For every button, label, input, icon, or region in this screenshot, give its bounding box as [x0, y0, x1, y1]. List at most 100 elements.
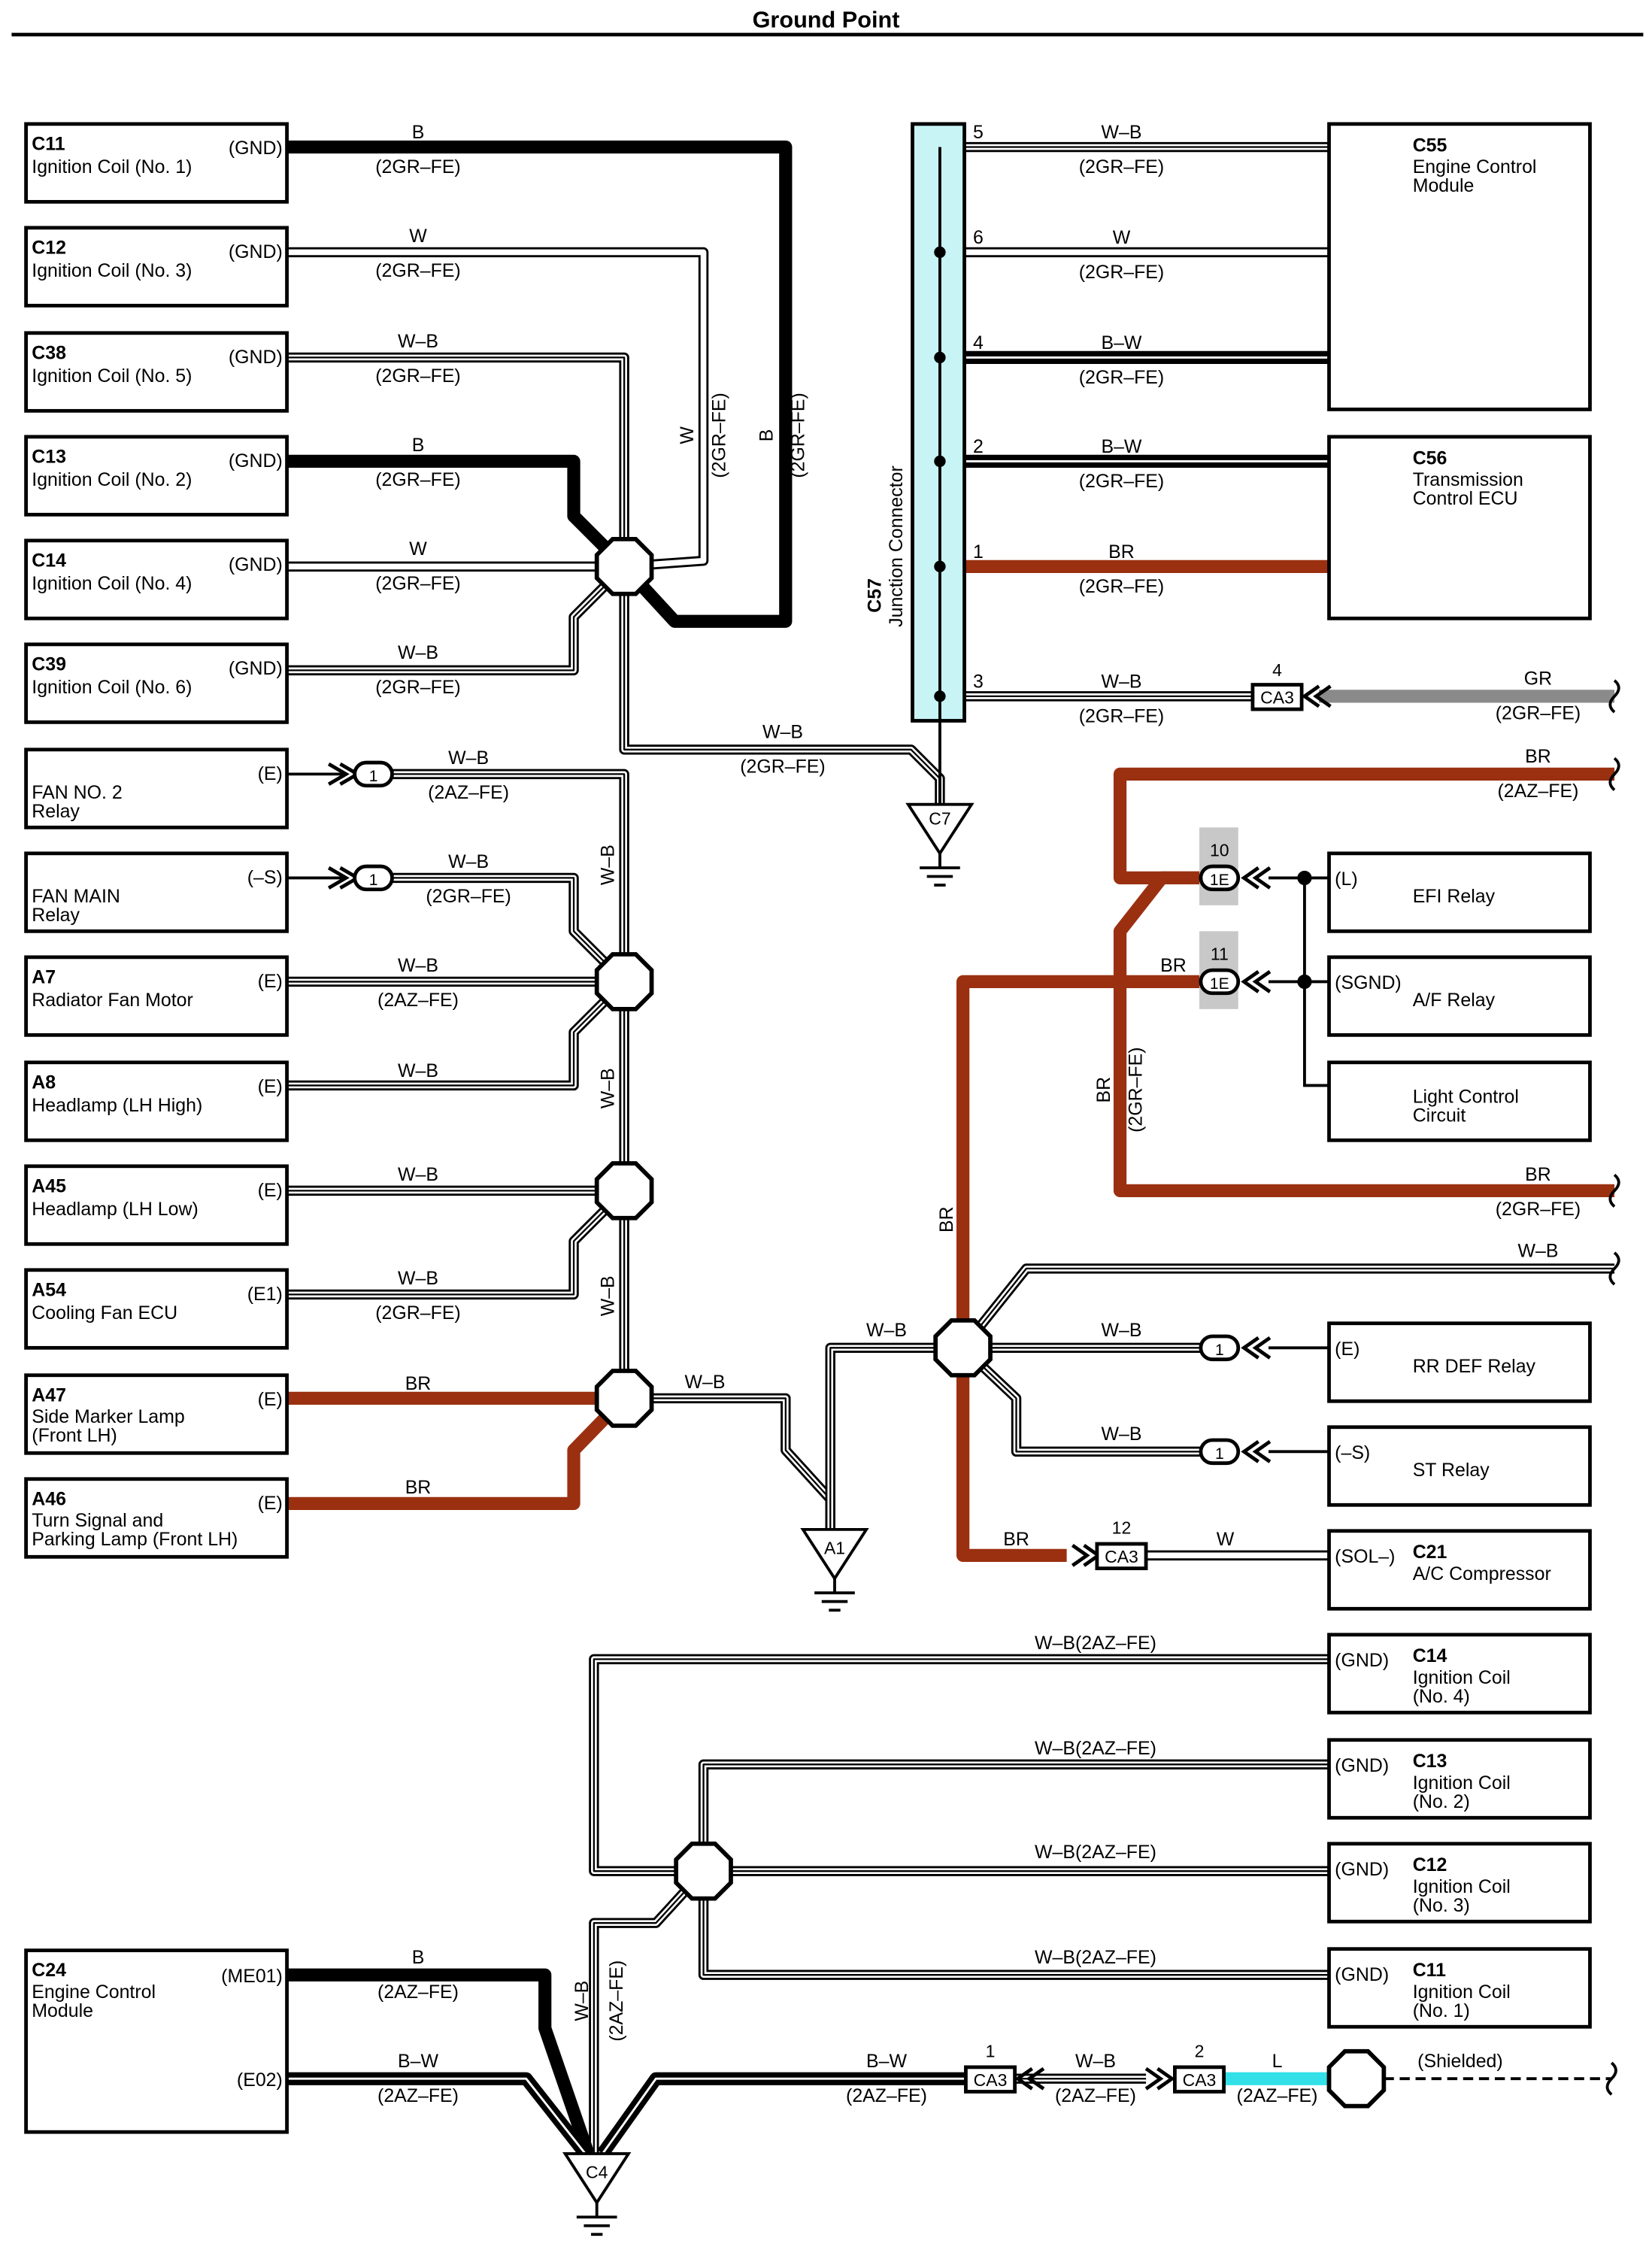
component-pin: (E)	[258, 971, 283, 992]
component-name: Turn Signal and	[32, 1510, 163, 1531]
svg-text:10: 10	[1210, 841, 1229, 860]
c24-name2: Module	[32, 2000, 93, 2021]
component-code: C38	[32, 342, 66, 363]
wire-color: W–B	[398, 642, 438, 663]
efi-relay-box	[1327, 851, 1592, 933]
jc-pin: 6	[973, 227, 984, 248]
coil-wire: W–B(2AZ–FE)	[1035, 1842, 1156, 1863]
rr-def-name: RR DEF Relay	[1413, 1356, 1536, 1377]
rr-def-term: (E)	[1335, 1339, 1359, 1360]
ac-term: (SOL–)	[1335, 1546, 1395, 1567]
wire-sub: (2AZ–FE)	[428, 782, 509, 803]
c56-code: C56	[1413, 447, 1447, 468]
wire-color: W–B	[398, 1164, 438, 1185]
component-pin: (E)	[258, 1180, 283, 1201]
af-relay-term: (SGND)	[1335, 972, 1402, 993]
a1-group-wires	[825, 1263, 1615, 1561]
wire-color: W	[409, 538, 427, 559]
svg-text:1: 1	[369, 872, 378, 889]
component-pin: (GND)	[229, 450, 283, 472]
c4-wb-vert: W–B	[571, 1981, 593, 2021]
component-code: A7	[32, 966, 56, 987]
component-pin: (–S)	[247, 867, 283, 888]
component-code: A46	[32, 1488, 66, 1509]
component-code: C11	[32, 133, 65, 154]
shield-wire3: L	[1272, 2051, 1283, 2072]
svg-text:4: 4	[1272, 660, 1282, 680]
coil-name2: (No. 4)	[1413, 1686, 1470, 1707]
component-code: A54	[32, 1279, 66, 1300]
svg-text:(2GR–FE): (2GR–FE)	[788, 393, 809, 478]
jc-wire-labels: 5W–B(2GR–FE)(E1)6W(2GR–FE)(E05)4B–W(2GR–…	[973, 122, 1381, 726]
wb-junc-label: W–B	[866, 1320, 907, 1341]
component-code: C14	[32, 550, 66, 571]
svg-text:C4: C4	[586, 2162, 608, 2182]
svg-text:A1: A1	[824, 1538, 845, 1557]
coil-code: C11	[1413, 1960, 1446, 1981]
coil-name: Ignition Coil	[1413, 1667, 1511, 1688]
st-connector: 1	[1199, 1438, 1272, 1466]
wire-color: BR	[405, 1477, 432, 1498]
ca3-top-connector: CA3 4 GR (2GR–FE)	[1250, 660, 1620, 724]
c24-sub1: (2AZ–FE)	[377, 1982, 459, 2003]
jc-pin: 4	[973, 332, 984, 353]
component-pin: (GND)	[229, 554, 283, 575]
c55-code: C55	[1413, 135, 1447, 156]
splice-bottom	[674, 1841, 733, 1901]
coil-wire: W–B(2AZ–FE)	[1035, 1947, 1156, 1968]
shield-end	[1605, 2061, 1617, 2096]
splice-a1-right	[933, 1318, 993, 1378]
wire-color: B	[412, 122, 425, 143]
c55-name2: Module	[1413, 175, 1475, 196]
svg-text:1E: 1E	[1210, 872, 1229, 889]
svg-text:11: 11	[1211, 945, 1229, 964]
ac-compressor-box	[1327, 1529, 1592, 1611]
jc-sub: (2GR–FE)	[1079, 471, 1164, 492]
jc-wire: B–W	[1101, 332, 1141, 353]
component-pin: (GND)	[229, 347, 283, 368]
component-name2: (Front LH)	[32, 1425, 117, 1446]
shield-ca3-2: CA3 2	[1144, 2041, 1226, 2094]
component-name: Ignition Coil (No. 5)	[32, 365, 192, 387]
svg-text:GR: GR	[1524, 669, 1552, 690]
c24-box	[24, 1948, 289, 2134]
wire-color: W–B	[448, 851, 489, 872]
svg-text:2: 2	[1195, 2041, 1205, 2060]
c24-code: C24	[32, 1960, 66, 1981]
svg-text:W–B: W–B	[598, 1275, 619, 1316]
coil-term: (GND)	[1335, 1859, 1389, 1880]
svg-text:W–B: W–B	[598, 844, 619, 885]
jc-wire: W–B	[1101, 122, 1141, 143]
af-relay-name: A/F Relay	[1413, 990, 1496, 1011]
ground-c7: C7	[906, 802, 974, 887]
svg-text:CA3: CA3	[1183, 2070, 1217, 2090]
shield-ca3-1: CA3 1	[964, 2041, 1045, 2094]
c4-sub-vert: (2AZ–FE)	[606, 1960, 627, 2042]
shield-splice	[1326, 2048, 1387, 2109]
c56-box	[1327, 435, 1592, 620]
coil-name2: (No. 3)	[1413, 1895, 1470, 1916]
connector-1e-10: 10 1E	[1199, 827, 1272, 905]
svg-text:1: 1	[369, 768, 378, 785]
wire-sub: (2GR–FE)	[375, 573, 460, 594]
component-name: Ignition Coil (No. 1)	[32, 156, 192, 177]
splice-a45	[594, 1161, 654, 1220]
wire-color: W–B	[398, 1060, 438, 1081]
br-top-label: BR	[1525, 746, 1551, 767]
wire-sub: (2AZ–FE)	[377, 990, 459, 1011]
rr-def-relay-box	[1327, 1321, 1592, 1403]
coil-wire: W–B(2AZ–FE)	[1035, 1738, 1156, 1759]
ac-name: A/C Compressor	[1413, 1563, 1551, 1584]
jc-wire: W–B	[1101, 671, 1141, 692]
ac-br-label: BR	[1003, 1529, 1029, 1550]
svg-text:1: 1	[1215, 1342, 1224, 1359]
wire-sub: (2GR–FE)	[426, 886, 511, 907]
